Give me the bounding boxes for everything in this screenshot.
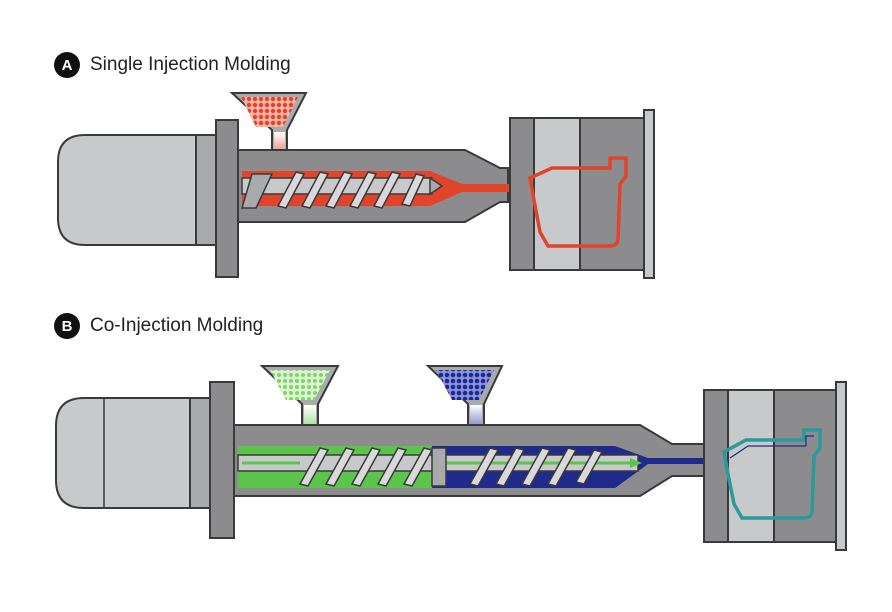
- section-b-label: B Co-Injection Molding: [54, 313, 263, 339]
- molded-part-inner: [729, 435, 814, 459]
- hopper-pellets: [241, 97, 298, 127]
- molded-part-icon: [722, 428, 822, 520]
- motor-icon: [57, 134, 197, 246]
- motor-icon: [55, 397, 191, 509]
- section-b-badge: B: [54, 313, 80, 339]
- screw-icon: [240, 171, 444, 209]
- hopper-blue-pellets: [436, 370, 494, 400]
- screw-icon: [237, 447, 642, 487]
- motor-coupling: [189, 397, 211, 509]
- molded-part-icon: [528, 156, 628, 248]
- motor-coupling: [195, 134, 217, 246]
- machine-b: [55, 365, 847, 551]
- mounting-plate: [215, 119, 239, 278]
- section-a-badge: A: [54, 52, 80, 78]
- hopper-green-pellets: [270, 370, 330, 400]
- section-a-title: Single Injection Molding: [90, 54, 291, 75]
- section-a-label: A Single Injection Molding: [54, 52, 291, 78]
- machine-a: [57, 92, 655, 279]
- mounting-plate: [209, 381, 235, 539]
- section-b-title: Co-Injection Molding: [90, 315, 264, 336]
